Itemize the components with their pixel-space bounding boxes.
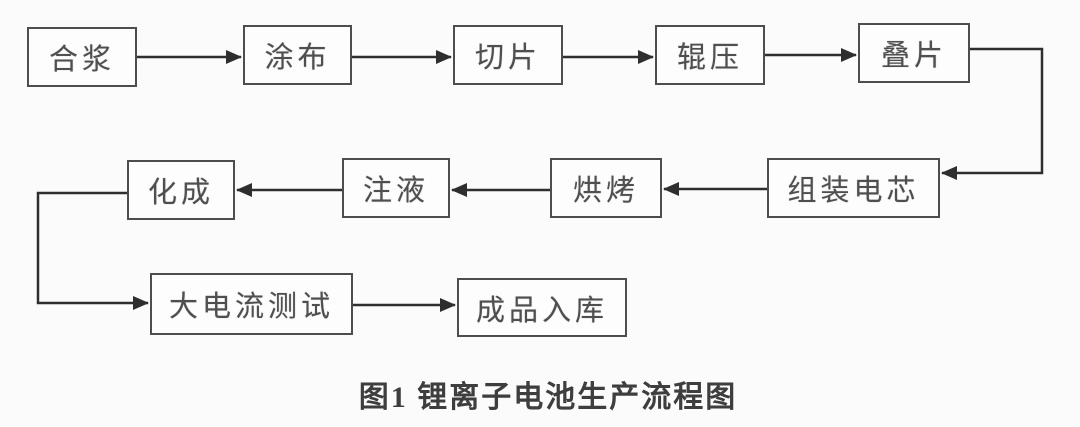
flow-node-electrolyte-filling: 注液	[342, 158, 450, 218]
flow-arrow-formation-to-high-current-test	[36, 191, 149, 310]
flow-arrow-stacking-to-cell-assembly	[941, 47, 1044, 180]
flow-node-mixing: 合浆	[27, 27, 137, 87]
figure-caption: 图1 锂离子电池生产流程图	[358, 381, 738, 414]
flow-node-stacking: 叠片	[858, 23, 970, 83]
flow-node-label: 成品入库	[475, 294, 608, 327]
flow-node-label: 叠片	[880, 40, 947, 72]
flow-node-label: 注液	[362, 175, 429, 207]
flow-node-label: 合浆	[48, 44, 115, 76]
flow-node-baking: 烘烤	[550, 158, 662, 218]
flow-node-label: 烘烤	[572, 175, 639, 207]
flow-node-label: 大电流测试	[168, 291, 334, 323]
flow-node-cell-assembly: 组装电芯	[767, 158, 940, 218]
flow-node-coating: 涂布	[243, 25, 352, 85]
flow-node-high-current-test: 大电流测试	[150, 273, 353, 335]
flow-node-label: 组装电芯	[787, 175, 920, 207]
flow-node-label: 化成	[147, 177, 214, 209]
flow-node-label: 切片	[474, 42, 541, 74]
flow-node-roll-pressing: 辊压	[655, 25, 765, 85]
flow-node-label: 辊压	[676, 42, 743, 74]
flow-node-finished-goods-storage: 成品入库	[457, 278, 627, 337]
flow-node-formation: 化成	[127, 160, 235, 220]
flow-node-slicing: 切片	[453, 25, 563, 85]
flow-node-label: 涂布	[264, 42, 331, 74]
